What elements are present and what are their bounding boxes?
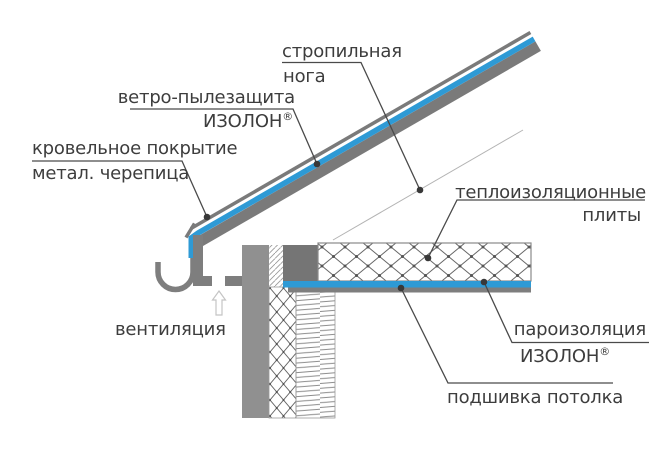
vapor-barrier-layer	[283, 281, 531, 288]
soffit-left	[193, 276, 212, 286]
leader-rafter	[282, 61, 421, 191]
dot-ceiling	[397, 284, 405, 292]
metal-tile-layer	[190, 31, 532, 230]
label-wind-dust: ветро-пылезащита	[117, 87, 295, 108]
label-vapor-brand: ИЗОЛОН®	[520, 346, 610, 368]
label-rafter-line1: стропильная	[282, 41, 402, 62]
dot-roof-cover	[203, 213, 211, 221]
leader-wind-dust	[130, 108, 318, 165]
leader-insulation	[427, 199, 645, 259]
ceiling-insulation-boards	[317, 242, 532, 282]
label-roof-cover-line2: метал. черепица	[32, 163, 190, 184]
label-insulation-line2: плиты	[582, 205, 641, 226]
wall-outer-layer	[242, 245, 269, 418]
wall-insulation-layer	[268, 286, 297, 419]
label-ceiling-lining: подшивка потолка	[447, 387, 624, 408]
leader-ceiling	[400, 287, 613, 384]
wind-dust-membrane-layer	[188, 36, 536, 258]
wall-hatch-strip	[269, 245, 283, 287]
leader-vapor	[483, 281, 649, 344]
dot-insulation	[424, 254, 432, 262]
label-rafter-line2: нога	[283, 66, 326, 87]
registered-mark-icon: ®	[282, 110, 293, 123]
brand-text: ИЗОЛОН	[202, 111, 283, 132]
ceiling-lining-layer	[288, 287, 531, 293]
gutter-hook	[155, 252, 196, 293]
leader-roof-cover	[32, 160, 208, 218]
fascia-board	[193, 235, 203, 286]
brand-text: ИЗОЛОН	[520, 346, 600, 367]
rafter-underside-line	[332, 129, 524, 241]
registered-mark-icon: ®	[599, 345, 611, 358]
dot-wind-dust	[313, 160, 321, 168]
label-wind-dust-brand: ИЗОЛОН®	[203, 111, 293, 133]
wall-masonry-layer	[295, 286, 336, 419]
label-roof-cover-line1: кровельное покрытие	[32, 138, 238, 159]
dot-rafter	[416, 186, 424, 194]
label-insulation-line1: теплоизоляционные	[455, 182, 646, 203]
soffit-right	[225, 276, 242, 286]
wall-plate-beam	[283, 245, 318, 281]
dot-vapor	[480, 278, 488, 286]
ventilation-arrow-icon	[211, 289, 227, 316]
label-ventilation: вентиляция	[115, 319, 226, 340]
rafter-beam	[200, 41, 541, 248]
label-vapor: пароизоляция	[513, 319, 646, 340]
